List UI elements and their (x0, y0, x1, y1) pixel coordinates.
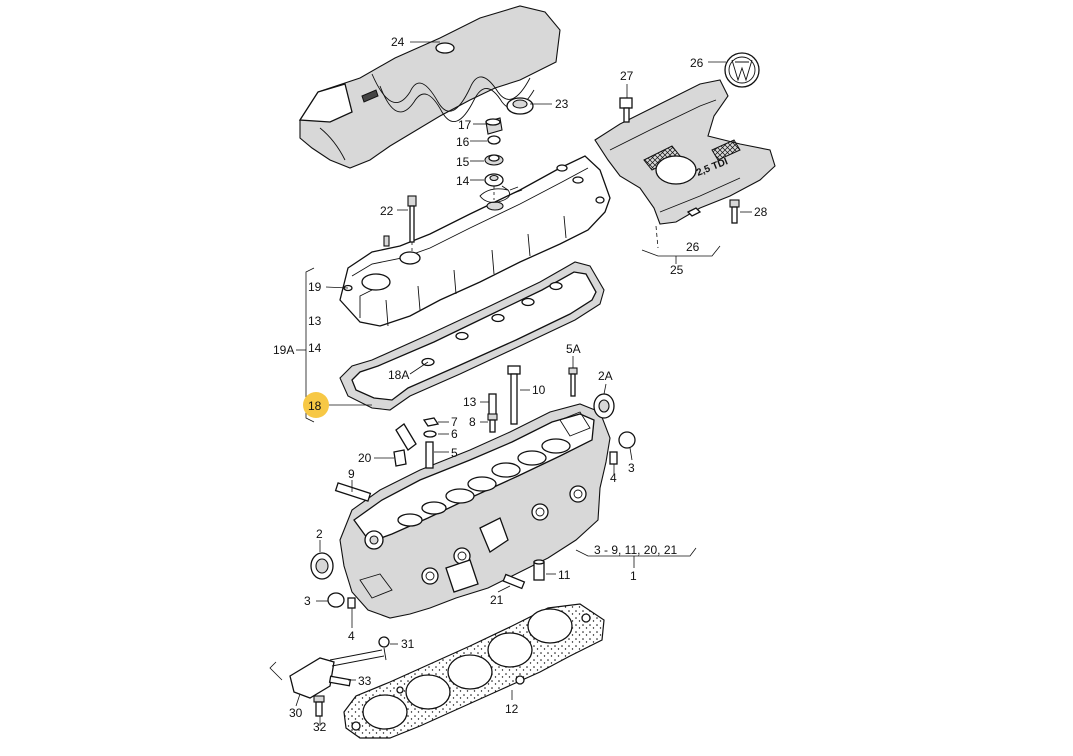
callout-11[interactable]: 11 (558, 568, 571, 582)
callout-30[interactable]: 30 (289, 706, 303, 720)
vw-emblem[interactable] (724, 52, 760, 88)
seal-2a[interactable] (593, 393, 615, 419)
engine-cover-upper[interactable] (298, 5, 561, 169)
callout-22[interactable]: 22 (380, 204, 394, 218)
bracket-20[interactable] (393, 423, 417, 467)
nut-7[interactable] (422, 417, 440, 427)
callout-19a[interactable]: 19A (273, 343, 294, 357)
callout-21[interactable]: 21 (490, 593, 504, 607)
callout-6[interactable]: 6 (451, 427, 458, 441)
callout-25[interactable]: 25 (670, 263, 684, 277)
intake-cover[interactable] (594, 79, 776, 225)
cylinder-head[interactable] (339, 403, 611, 619)
stud-13[interactable] (488, 393, 497, 417)
screw-5a[interactable] (568, 367, 578, 397)
bolt-4[interactable] (347, 597, 356, 609)
callout-5a[interactable]: 5A (566, 342, 581, 356)
screw-28[interactable] (729, 199, 740, 224)
bolt-4b[interactable] (609, 451, 618, 465)
callout-14[interactable]: 14 (456, 174, 470, 188)
callout-24[interactable]: 24 (391, 35, 405, 49)
stud-27[interactable] (619, 97, 633, 123)
callout-12[interactable]: 12 (505, 702, 519, 716)
screw-8[interactable] (487, 413, 498, 433)
seal-2[interactable] (310, 552, 334, 580)
callout-28[interactable]: 28 (754, 205, 768, 219)
callout-13[interactable]: 13 (308, 314, 322, 328)
callout-5[interactable]: 5 (451, 446, 458, 460)
callout-2a[interactable]: 2A (598, 369, 613, 383)
cylinder-head-cover[interactable] (339, 155, 611, 327)
callout-20[interactable]: 20 (358, 451, 372, 465)
stud-21[interactable] (502, 573, 526, 590)
stud-5[interactable] (425, 441, 434, 469)
callout-27[interactable]: 27 (620, 69, 634, 83)
mount-stack-14-17[interactable] (484, 117, 504, 200)
cover-gasket[interactable] (339, 261, 605, 411)
bracket-30[interactable] (289, 649, 385, 699)
plug-3b[interactable] (618, 431, 636, 449)
callout-26[interactable]: 26 (690, 56, 704, 70)
screw-32[interactable] (313, 695, 325, 717)
callout-19[interactable]: 19 (308, 280, 322, 294)
callout-32[interactable]: 32 (313, 720, 327, 734)
stud-9[interactable] (334, 482, 372, 502)
screw-33[interactable] (328, 675, 352, 687)
callout-4b[interactable]: 4 (348, 629, 355, 643)
callout-1[interactable]: 1 (630, 569, 637, 583)
sleeve-11[interactable] (533, 559, 545, 581)
callout-3b[interactable]: 3 (304, 594, 311, 608)
callout-16[interactable]: 16 (456, 135, 470, 149)
callout-7[interactable]: 7 (451, 415, 458, 429)
callout-4[interactable]: 4 (610, 471, 617, 485)
callout-18a[interactable]: 18A (388, 368, 409, 382)
plug-3[interactable] (327, 592, 345, 608)
callout-14b[interactable]: 14 (308, 341, 322, 355)
callout-8[interactable]: 8 (469, 415, 476, 429)
callout-26b[interactable]: 26 (686, 240, 700, 254)
bolt-10[interactable] (507, 365, 521, 425)
callout-3[interactable]: 3 (628, 461, 635, 475)
callout-2[interactable]: 2 (316, 527, 323, 541)
callout-range-1[interactable]: 3 - 9, 11, 20, 21 (594, 543, 677, 557)
callout-23[interactable]: 23 (555, 97, 569, 111)
washer-6[interactable] (423, 430, 437, 438)
callout-highlight (303, 392, 329, 418)
grommet-23[interactable] (506, 97, 534, 115)
callout-10[interactable]: 10 (532, 383, 546, 397)
callout-31[interactable]: 31 (401, 637, 415, 651)
pipe-fitting-31[interactable] (378, 636, 390, 661)
callout-15[interactable]: 15 (456, 155, 470, 169)
callout-labels: 24 23 17 16 15 14 22 27 26 28 26 25 19 1… (273, 35, 768, 734)
head-gasket[interactable] (343, 603, 605, 739)
callout-18[interactable]: 18 (308, 399, 322, 413)
callout-17[interactable]: 17 (458, 118, 472, 132)
screw-22[interactable] (383, 195, 417, 252)
callout-9[interactable]: 9 (348, 467, 355, 481)
leader-lines (269, 41, 752, 726)
callout-13b[interactable]: 13 (463, 395, 477, 409)
callout-33[interactable]: 33 (358, 674, 372, 688)
